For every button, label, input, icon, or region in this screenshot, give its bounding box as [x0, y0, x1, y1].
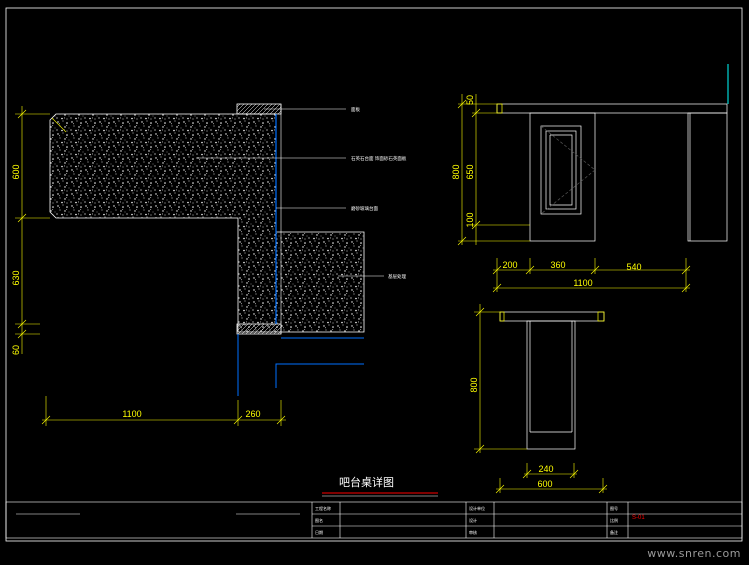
tb-row-label-2: 图名 — [315, 517, 323, 523]
front-dim-360: 360 — [550, 260, 565, 270]
front-top-slab-end — [496, 103, 503, 114]
tb-right-label-2: 比例 — [610, 517, 618, 523]
front-left-dimension — [457, 94, 530, 246]
callout-text-3: 磨砂玻璃台面 — [351, 205, 378, 212]
tb-mid-label-1: 设计单位 — [469, 505, 485, 511]
front-panel-outer — [540, 125, 582, 215]
front-panel-center — [549, 134, 573, 206]
tb-row-label-3: 日期 — [315, 529, 323, 535]
side-pedestal — [526, 320, 576, 450]
front-dim-650: 650 — [465, 164, 475, 179]
dim-600: 600 — [11, 164, 21, 179]
tb-mid-label-2: 设计 — [469, 517, 477, 523]
dim-1100: 1100 — [122, 409, 141, 419]
callout-text-2: 石英石台面 饰面砂石英面板 — [351, 155, 407, 162]
front-right-leg — [687, 112, 728, 242]
front-panel-inner — [545, 130, 577, 210]
counter-top-slab — [49, 113, 365, 333]
base-line-step — [275, 363, 364, 388]
dim-60: 60 — [11, 345, 21, 355]
title-block — [5, 501, 743, 539]
side-left-dimension — [474, 304, 527, 454]
callout-text-1: 面板 — [351, 106, 360, 113]
plan-bottom-dimension — [41, 396, 286, 426]
side-dim-240: 240 — [538, 464, 553, 474]
tb-right-label-3: 备注 — [610, 529, 618, 535]
watermark: www.snren.com — [647, 547, 741, 560]
sheet-number: S-01 — [632, 515, 645, 521]
front-dim-100: 100 — [465, 212, 475, 227]
front-bottom-dimension — [492, 258, 691, 293]
dim-630: 630 — [11, 270, 21, 285]
front-dim-200: 200 — [502, 260, 517, 270]
side-top-slab-right — [597, 311, 605, 322]
callout-text-4: 基层处理 — [388, 273, 406, 280]
front-dim-800: 800 — [451, 164, 461, 179]
plan-left-dimension — [15, 106, 50, 354]
front-pedestal — [529, 112, 596, 242]
tb-right-label-1: 图号 — [610, 505, 618, 511]
corner-chamfer-mark — [51, 117, 67, 133]
front-dim-50: 50 — [465, 95, 475, 105]
side-top-slab — [499, 311, 605, 322]
front-elevation — [496, 64, 729, 242]
side-dim-800: 800 — [469, 377, 479, 392]
side-elevation — [499, 311, 605, 450]
dim-260: 260 — [245, 409, 260, 419]
drawing-frame — [5, 7, 743, 542]
plan-view: 面板 石英石台面 饰面砂石英面板 磨砂玻璃台面 基层处理 600 630 60 — [11, 103, 407, 426]
front-dim-1100: 1100 — [573, 278, 592, 288]
drawing-title: 吧台桌详图 — [339, 475, 394, 489]
tb-row-label-1: 工程名称 — [315, 505, 331, 511]
tb-mid-label-3: 审核 — [469, 529, 477, 535]
side-dim-600: 600 — [537, 479, 552, 489]
bottom-cap — [236, 323, 282, 335]
side-top-slab-left — [499, 311, 505, 322]
side-bottom-dimension — [495, 463, 608, 494]
front-dim-540: 540 — [626, 262, 641, 272]
front-top-slab — [496, 103, 728, 114]
